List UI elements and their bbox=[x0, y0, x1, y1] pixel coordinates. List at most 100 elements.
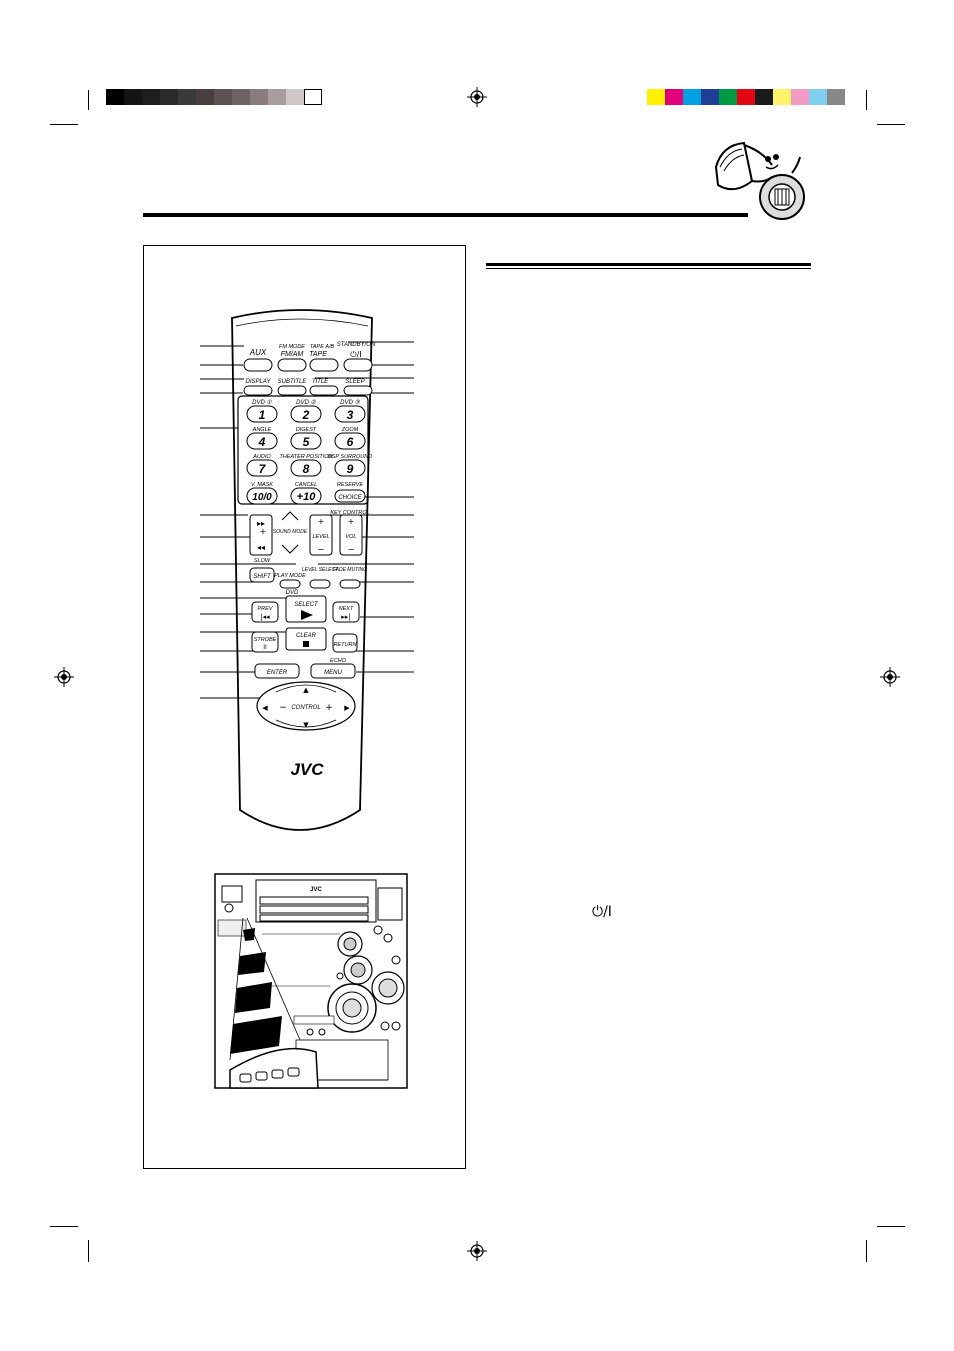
standby-button[interactable] bbox=[343, 358, 373, 372]
crop-mark bbox=[50, 124, 78, 125]
key-1[interactable] bbox=[246, 405, 278, 423]
next-button[interactable] bbox=[332, 601, 360, 623]
disc-tray-2 bbox=[259, 905, 369, 914]
shift-label: SHIFT bbox=[253, 574, 272, 580]
control-label: CONTROL bbox=[291, 705, 320, 711]
crop-mark bbox=[877, 124, 905, 125]
dvd1-label: DVD ① bbox=[252, 399, 272, 406]
key-10[interactable] bbox=[246, 487, 278, 505]
fm-mode-label: FM MODE bbox=[279, 344, 305, 350]
level-button[interactable] bbox=[309, 514, 333, 556]
select-label: SELECT bbox=[294, 602, 319, 608]
tape-label: TAPE bbox=[309, 351, 327, 358]
tape-ab-label: TAPE A/B bbox=[310, 344, 334, 350]
section-rule bbox=[486, 263, 811, 266]
key-9[interactable] bbox=[334, 459, 366, 477]
remote-in-hand bbox=[229, 1047, 319, 1089]
tape-button[interactable] bbox=[309, 358, 339, 372]
sound-mode-down-button[interactable] bbox=[281, 544, 299, 554]
disc-tray-3 bbox=[259, 914, 369, 922]
sleep-label: SLEEP bbox=[345, 379, 364, 385]
dvd2-label: DVD ② bbox=[296, 399, 316, 406]
key-6[interactable] bbox=[334, 432, 366, 450]
key-8-label: 8 bbox=[303, 462, 310, 476]
vol-button[interactable] bbox=[339, 514, 363, 556]
level-select-button[interactable] bbox=[309, 579, 331, 589]
grey-swatch bbox=[286, 89, 304, 105]
subtitle-button[interactable] bbox=[277, 385, 307, 396]
sleep-button[interactable] bbox=[343, 385, 373, 396]
shift-button[interactable] bbox=[249, 567, 275, 583]
key-5-label: 5 bbox=[303, 435, 310, 449]
grey-swatch bbox=[232, 89, 250, 105]
crosshair-registration-icon bbox=[880, 667, 900, 687]
play-mode-button[interactable] bbox=[279, 579, 301, 589]
key-6-label: 6 bbox=[347, 435, 354, 449]
menu-button[interactable] bbox=[310, 663, 356, 679]
level-select-label: LEVEL SELECT bbox=[302, 567, 339, 573]
crop-mark bbox=[866, 90, 867, 110]
power-button[interactable] bbox=[224, 903, 234, 913]
control-up-icon[interactable]: ▲ bbox=[303, 686, 309, 694]
control-right-icon[interactable]: ▶ bbox=[344, 704, 350, 712]
display-button[interactable] bbox=[243, 385, 273, 396]
grey-swatch bbox=[124, 89, 142, 105]
enter-button[interactable] bbox=[254, 663, 300, 679]
sound-mode-up-button[interactable] bbox=[281, 511, 299, 521]
standby-power-icon: ⏻/I bbox=[592, 904, 612, 920]
key-7[interactable] bbox=[246, 459, 278, 477]
strobe-button[interactable] bbox=[251, 631, 279, 653]
control-pad[interactable] bbox=[256, 681, 356, 731]
crop-mark bbox=[88, 1240, 89, 1262]
svg-text:+: + bbox=[260, 527, 267, 536]
control-left-icon[interactable]: ◀ bbox=[262, 704, 268, 712]
return-label: RETURN bbox=[334, 642, 357, 648]
title-button[interactable] bbox=[309, 385, 339, 396]
key-4[interactable] bbox=[246, 432, 278, 450]
prev-button[interactable] bbox=[251, 601, 279, 623]
clear-stop-button[interactable] bbox=[285, 627, 327, 651]
key-8[interactable] bbox=[290, 459, 322, 477]
grey-swatch bbox=[178, 89, 196, 105]
level-label: LEVEL bbox=[312, 534, 329, 540]
fast-forward-rewind-button[interactable] bbox=[249, 514, 273, 556]
grey-swatch bbox=[160, 89, 178, 105]
key-7-label: 7 bbox=[259, 462, 267, 476]
color-swatch bbox=[719, 89, 737, 105]
sound-mode-label: SOUND MODE bbox=[273, 529, 308, 535]
key-5[interactable] bbox=[290, 432, 322, 450]
display-label: DISPLAY bbox=[246, 379, 272, 385]
select-play-button[interactable] bbox=[285, 595, 327, 623]
ir-beam-segment bbox=[243, 928, 255, 941]
key-2[interactable] bbox=[290, 405, 322, 423]
grey-swatch bbox=[196, 89, 214, 105]
key-plus10[interactable] bbox=[290, 487, 322, 505]
color-swatch bbox=[827, 89, 845, 105]
return-button[interactable] bbox=[332, 633, 358, 653]
fm-am-button[interactable] bbox=[277, 358, 307, 372]
fade-muting-button[interactable] bbox=[339, 579, 361, 589]
aux-label: AUX bbox=[249, 348, 267, 357]
enter-label: ENTER bbox=[267, 670, 288, 676]
color-swatch bbox=[791, 89, 809, 105]
control-down-icon[interactable]: ▼ bbox=[303, 721, 309, 729]
svg-text:+: + bbox=[325, 703, 333, 713]
key-3[interactable] bbox=[334, 405, 366, 423]
svg-text:▸▸: ▸▸ bbox=[257, 519, 265, 528]
disc-select-buttons bbox=[377, 887, 403, 921]
title-label: TITLE bbox=[312, 379, 329, 385]
aux-button[interactable] bbox=[243, 358, 273, 372]
v-mask-label: V. MASK bbox=[251, 482, 273, 488]
reserve-label: RESERVE bbox=[337, 482, 364, 488]
grey-swatch bbox=[142, 89, 160, 105]
key-4-label: 4 bbox=[258, 435, 266, 449]
ir-beam-segment bbox=[230, 1016, 282, 1054]
choice-button[interactable] bbox=[334, 489, 366, 503]
svg-text:−: − bbox=[279, 703, 287, 713]
echo-label: ECHO bbox=[330, 658, 347, 664]
dvd3-label: DVD ③ bbox=[340, 399, 360, 406]
vol-label: VOL bbox=[345, 534, 356, 540]
color-swatch bbox=[755, 89, 773, 105]
ir-beam-segment bbox=[238, 952, 266, 975]
color-swatch bbox=[647, 89, 665, 105]
